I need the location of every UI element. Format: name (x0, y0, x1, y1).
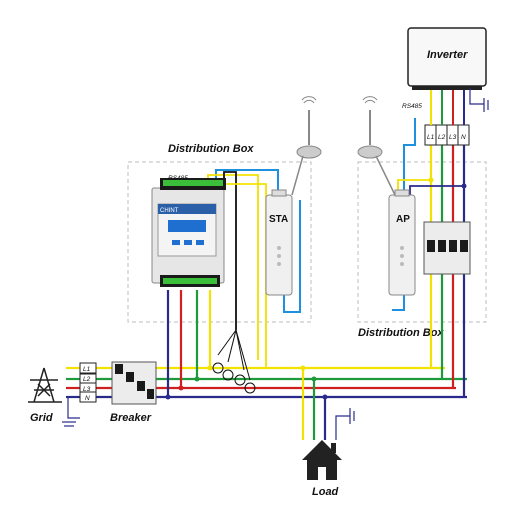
load-label: Load (312, 486, 339, 498)
distribution-box-right-label: Distribution Box (358, 327, 444, 339)
load-lines (301, 368, 327, 440)
inverter (407, 27, 487, 90)
meter-brand-label: CHINT (160, 208, 179, 214)
breaker-label: Breaker (110, 412, 152, 424)
grid-label: Grid (30, 412, 53, 424)
grid-terminals (79, 362, 97, 403)
meter-feed-lines (166, 290, 212, 397)
inverter-phase-l1: L1 (427, 134, 435, 141)
inverter-breaker (423, 221, 471, 275)
antenna-sta (291, 96, 322, 196)
distribution-box-left-label: Distribution Box (168, 143, 254, 155)
grid-tower-icon (28, 367, 62, 403)
inverter-label: Inverter (427, 49, 468, 61)
inverter-phase-n: N (461, 134, 466, 141)
inverter-phase-l2: L2 (438, 134, 446, 141)
left-distribution-box (127, 161, 312, 323)
grid-phase-l3: L3 (83, 386, 91, 393)
inverter-phase-l3: L3 (449, 134, 457, 141)
ct-clamps (212, 329, 256, 394)
rs485-left-label: RS485 (168, 175, 188, 182)
grid-phase-n: N (85, 395, 90, 402)
grid-phase-l1: L1 (83, 366, 91, 373)
inverter-ground (469, 88, 489, 112)
antenna-ap (357, 96, 396, 196)
grid-ground-icon (62, 397, 80, 427)
rs485-lines (215, 118, 416, 313)
inverter-terminals (424, 90, 470, 146)
sta-module (265, 189, 293, 296)
grid-phase-l2: L2 (83, 376, 91, 383)
ap-module (388, 189, 416, 296)
main-breaker (111, 361, 157, 405)
load-ground-icon (335, 408, 355, 440)
ap-label: AP (396, 214, 410, 225)
sta-label: STA (269, 214, 288, 225)
load-house-icon (302, 440, 342, 480)
energy-meter: CHINT (151, 178, 226, 287)
right-distribution-box (357, 161, 487, 323)
rs485-right-label: RS485 (402, 103, 422, 110)
junction-dots (165, 177, 467, 400)
